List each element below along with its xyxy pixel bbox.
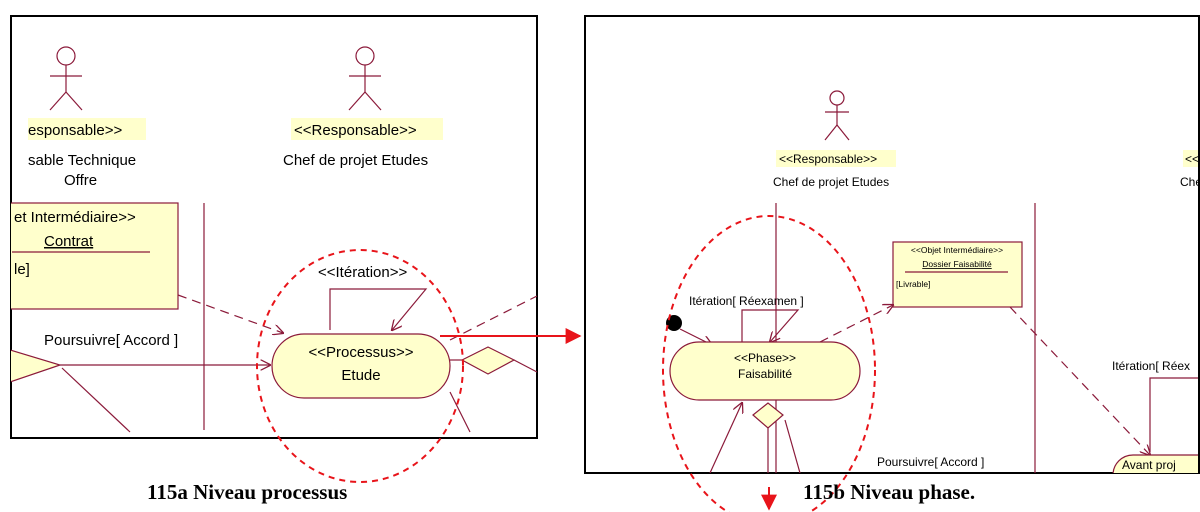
iteration-label-partial: Itération[ Réex (1112, 359, 1190, 373)
next-phase-name-partial: Avant proj (1122, 458, 1176, 472)
caption-right: 115b Niveau phase. (803, 480, 975, 504)
caption-left: 115a Niveau processus (147, 480, 347, 504)
process-node[interactable] (271, 333, 451, 399)
object-stereotype: et Intermédiaire>> (14, 209, 136, 226)
actor-3-icon (824, 90, 850, 141)
iteration-loop-right (741, 309, 800, 342)
actor-1-name-line1: sable Technique (28, 152, 136, 169)
process-name: Etude (341, 367, 380, 384)
iteration-loop (329, 288, 428, 330)
actor-1-stereotype: esponsable>> (28, 122, 122, 139)
next-phase-node-partial (1112, 454, 1198, 473)
object-name-right: Dossier Faisabilité (922, 259, 992, 269)
phase-node[interactable] (669, 341, 861, 401)
callout-ellipse-left (256, 249, 464, 483)
right-panel: <<Responsable>> Chef de projet Etudes <<… (584, 15, 1200, 474)
continue-label-right: Poursuivre[ Accord ] (877, 455, 984, 469)
decision-phase (752, 402, 784, 429)
callout-ellipse-right (662, 215, 876, 512)
object-tag-right: [Livrable] (896, 279, 931, 289)
continue-label: Poursuivre[ Accord ] (44, 332, 178, 349)
phase-name: Faisabilité (738, 367, 792, 381)
iteration-label-right: Itération[ Réexamen ] (689, 294, 804, 308)
left-panel: esponsable>> sable Technique Offre <<Res… (10, 15, 538, 439)
actor-2-stereotype: <<Responsable>> (294, 122, 417, 139)
object-tag: le] (14, 261, 30, 278)
actor-1-name-line2: Offre (64, 172, 97, 189)
phase-stereotype: <<Phase>> (734, 351, 796, 365)
actor-3-name: Chef de projet Etudes (773, 175, 889, 189)
actor-2-icon (348, 46, 382, 111)
actor-1-icon (49, 46, 83, 111)
actor-3-stereotype: <<Responsable>> (779, 152, 877, 166)
right-frame (584, 15, 1200, 474)
feasibility-object-box (892, 241, 1023, 308)
process-stereotype: <<Processus>> (308, 344, 413, 361)
iteration-label: <<Itération>> (318, 264, 407, 281)
actor-4-stereotype-partial: <<R (1185, 152, 1200, 166)
object-stereotype-right: <<Objet Intermédiaire>> (911, 245, 1003, 255)
actor-2-name: Chef de projet Etudes (283, 152, 428, 169)
decision-left (11, 349, 62, 383)
actor-4-name-partial: Chef (1180, 175, 1200, 189)
contract-object-box (11, 202, 179, 310)
object-name: Contrat (44, 233, 94, 250)
object-dependency-arrow (177, 294, 283, 333)
